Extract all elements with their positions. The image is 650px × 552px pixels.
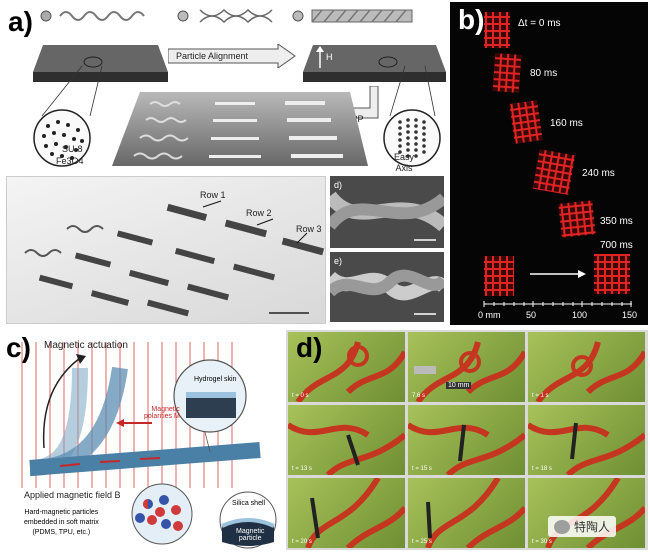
panel-d-label: d) [296, 332, 323, 363]
zoom-lines [41, 65, 436, 117]
frame-7: t = 20 s [288, 478, 405, 548]
row1-label: Row 1 [200, 190, 226, 200]
microstructure-tray [112, 92, 368, 166]
helix-wire-icon [59, 11, 145, 21]
frame-4-time: t = 13 s [292, 466, 312, 472]
su8-slab-left [33, 45, 168, 82]
sem-image-rows [6, 176, 326, 324]
field-h-label: H [326, 52, 333, 62]
frame-5: t = 15 s [408, 405, 525, 475]
braid-lines [311, 9, 407, 23]
sem-structures [24, 200, 325, 317]
magnetic-particle-label: Magnetic particle [236, 528, 265, 542]
panel-b-label: b) [458, 4, 485, 35]
frame-1: t = 0 s [288, 332, 405, 402]
row3-label: Row 3 [296, 224, 322, 234]
panel-c: c) [0, 328, 284, 550]
braid-end-icon [292, 10, 304, 22]
lattice-80ms [492, 53, 522, 93]
time-label-0: Δt = 0 ms [518, 18, 561, 29]
lattice-0ms [484, 12, 510, 48]
frame-7-time: t = 20 s [292, 539, 312, 545]
frame-2-time: 7.6 s [412, 393, 426, 399]
top-wire-icons [40, 8, 413, 24]
magnetic-actuation-label: Magnetic actuation [44, 340, 128, 351]
frame-9-time: t = 30 s [532, 539, 552, 545]
frame-3-time: t = 1 s [532, 393, 549, 399]
time-label-2: 160 ms [550, 118, 583, 129]
lattice-sequence [483, 12, 632, 307]
hydrogel-skin-label: Hydrogel skin [194, 376, 237, 383]
su8-label: SU-8 [62, 144, 83, 154]
su8-slab-right [303, 45, 446, 82]
aligned-particles-circle [383, 109, 441, 167]
axis-tick-0: 0 mm [478, 310, 501, 320]
easy-axis-label: Easy Axis [394, 152, 415, 173]
polarities-label: Magnetic polarities M [144, 406, 180, 420]
axis-tick-2: 100 [572, 310, 588, 320]
lattice-start [484, 256, 514, 296]
frame-2: 7.6 s [408, 332, 525, 402]
applied-field-label: Applied magnetic field B [24, 490, 121, 500]
frame-4: t = 13 s [288, 405, 405, 475]
sub-d-label: d) [334, 180, 343, 190]
sem-image-d [324, 176, 449, 248]
panel-a: a) Particle Alignment H [0, 0, 450, 325]
lattice-350ms [558, 200, 596, 238]
row2-label: Row 2 [246, 208, 272, 218]
fe3o4-label: Fe3O4 [56, 156, 84, 166]
particle-alignment-arrow [168, 44, 296, 68]
time-label-5: 700 ms [600, 240, 633, 251]
scale-bar-label: 10 mm [446, 382, 472, 389]
field-lines-and-robot [21, 342, 277, 549]
watermark-text: 特陶人 [574, 520, 611, 534]
frame-6-time: t = 18 s [532, 466, 552, 472]
hard-particles-label: Hard-magnetic particles embedded in soft… [24, 509, 99, 536]
watermark: 特陶人 [548, 516, 617, 537]
frame-1-time: t = 0 s [292, 393, 309, 399]
particle-alignment-label: Particle Alignment [176, 51, 249, 61]
wechat-icon [554, 519, 570, 534]
axis-tick-3: 150 [622, 310, 638, 320]
panel-d: d) t = 0 s 7.6 s t = 1 s t = 13 s t = 15… [286, 330, 648, 550]
panel-c-label: c) [6, 332, 31, 363]
sem-image-e [325, 252, 450, 322]
random-particles-circle [33, 109, 91, 167]
frame-8-time: t = 25 s [412, 539, 432, 545]
frame-9: t = 30 s [528, 478, 645, 548]
time-label-1: 80 ms [530, 68, 558, 79]
panel-b: b) Δt = 0 ms 80 ms 160 ms 240 ms 350 m [450, 2, 648, 325]
axis-tick-1: 50 [526, 310, 537, 320]
frame-3: t = 1 s [528, 332, 645, 402]
frame-8: t = 25 s [408, 478, 525, 548]
actuation-arrow [42, 357, 81, 449]
time-label-3: 240 ms [582, 168, 615, 179]
lattice-700ms [594, 254, 630, 294]
frame-5-time: t = 15 s [412, 466, 432, 472]
frame-6: t = 18 s [528, 405, 645, 475]
lattice-240ms [532, 149, 576, 195]
panel-a-label: a) [8, 6, 33, 37]
twist-end-icon [177, 10, 189, 22]
sub-e-label: e) [334, 256, 343, 266]
twist-wire-icon [199, 8, 273, 24]
time-label-4: 350 ms [600, 216, 633, 227]
lattice-160ms [509, 100, 543, 144]
silica-shell-label: Silica shell [232, 500, 266, 507]
helix-end-icon [40, 10, 52, 22]
